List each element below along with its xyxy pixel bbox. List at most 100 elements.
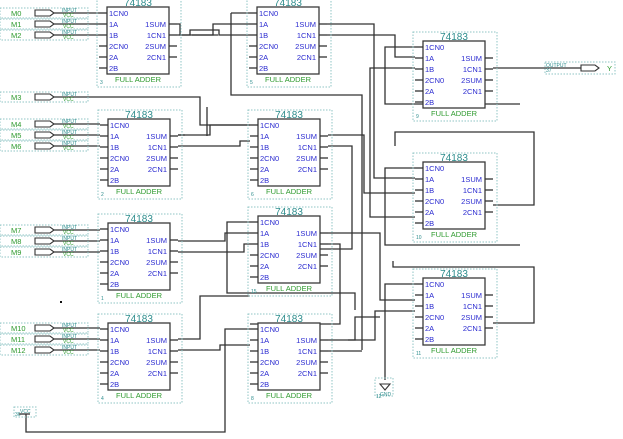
chip-part-label: 74183 <box>124 0 152 9</box>
vcc-label: VCC <box>20 409 31 415</box>
output-name: Y <box>607 64 612 73</box>
pin-label-2CN0: 2CN0 <box>110 358 129 367</box>
gnd-frame <box>374 377 394 397</box>
wire-19 <box>327 34 415 58</box>
input-symbol-icon <box>34 93 55 101</box>
pin-label-1CN1: 1CN1 <box>148 347 167 356</box>
pin-label-1A: 1A <box>260 336 269 345</box>
chip-u9[interactable]: 741831CN01A1B2CN02A2B1SUM1CN12SUM2CN1FUL… <box>412 31 498 122</box>
input-symbol-icon <box>34 31 55 39</box>
input-frame <box>0 7 89 19</box>
chip-subtitle: FULL ADDER <box>431 109 478 118</box>
wires <box>25 12 581 433</box>
chip-u4[interactable]: 741831CN01A1B2CN02A2B1SUM1CN12SUM2CN1FUL… <box>97 313 183 404</box>
pin-label-2A: 2A <box>259 53 268 62</box>
chip-frame <box>412 152 498 243</box>
pin-label-1CN0: 1CN0 <box>110 325 129 334</box>
pin-label-2CN0: 2CN0 <box>260 154 279 163</box>
wire-17 <box>230 13 363 350</box>
chip-ref: 11 <box>416 351 421 357</box>
pin-label-2SUM: 2SUM <box>296 358 317 367</box>
input-symbol-icon <box>34 346 55 354</box>
chip-u15[interactable]: 741831CN01A1B2CN02A2B1SUM1CN12SUM2CN1FUL… <box>247 206 333 297</box>
pin-label-2SUM: 2SUM <box>296 154 317 163</box>
input-default: VCC <box>63 24 74 30</box>
pin-label-2A: 2A <box>260 262 269 271</box>
input-type: INPUT <box>62 92 77 98</box>
wire-40 <box>178 344 250 351</box>
chip-u5[interactable]: 741831CN01A1B2CN02A2B1SUM1CN12SUM2CN1FUL… <box>246 0 332 88</box>
pin-label-1SUM: 1SUM <box>296 336 317 345</box>
input-frame <box>0 118 89 130</box>
junction-dot-icon <box>60 301 62 303</box>
chip-body <box>257 215 321 284</box>
chip-u10[interactable]: 741831CN01A1B2CN02A2B1SUM1CN12SUM2CN1FUL… <box>412 152 498 243</box>
pin-label-1CN1: 1CN1 <box>148 247 167 256</box>
wire-33 <box>178 243 250 253</box>
pin-label-2CN1: 2CN1 <box>148 269 167 278</box>
chip-u1[interactable]: 741831CN01A1B2CN02A2B1SUM1CN12SUM2CN1FUL… <box>97 213 183 304</box>
pin-label-1SUM: 1SUM <box>146 132 167 141</box>
chip-ref: 1 <box>101 296 104 302</box>
chip-part-label: 74183 <box>440 32 468 43</box>
chip-ref: 6 <box>251 192 254 198</box>
wire-21 <box>178 140 250 147</box>
chip-u3[interactable]: 741831CN01A1B2CN02A2B1SUM1CN12SUM2CN1FUL… <box>96 0 182 88</box>
pin-label-1B: 1B <box>260 240 269 249</box>
chip-body <box>257 118 321 187</box>
pin-label-1A: 1A <box>110 132 119 141</box>
pin-label-1CN1: 1CN1 <box>297 31 316 40</box>
chip-u8[interactable]: 741831CN01A1B2CN02A2B1SUM1CN12SUM2CN1FUL… <box>247 313 333 404</box>
wire-30 <box>384 167 520 246</box>
pin-label-2CN0: 2CN0 <box>260 251 279 260</box>
input-type: INPUT <box>62 30 77 36</box>
pin-label-2CN1: 2CN1 <box>148 369 167 378</box>
pin-label-1SUM: 1SUM <box>461 175 482 184</box>
pin-label-2B: 2B <box>260 273 269 282</box>
chip-ref: 5 <box>250 80 253 86</box>
chip-frame <box>247 206 333 297</box>
pin-label-2CN0: 2CN0 <box>425 76 444 85</box>
chip-subtitle: FULL ADDER <box>116 291 163 300</box>
chip-body <box>107 222 171 291</box>
input-name: M10 <box>11 324 26 333</box>
input-name: M4 <box>11 120 21 129</box>
input-frame <box>0 91 89 103</box>
input-frame <box>0 18 89 30</box>
pin-label-2B: 2B <box>110 176 119 185</box>
chip-u2[interactable]: 741831CN01A1B2CN02A2B1SUM1CN12SUM2CN1FUL… <box>97 109 183 200</box>
input-symbol-icon <box>34 142 55 150</box>
pin-label-2SUM: 2SUM <box>296 251 317 260</box>
chip-subtitle: FULL ADDER <box>431 346 478 355</box>
pin-label-2B: 2B <box>425 335 434 344</box>
chip-frame <box>246 0 332 88</box>
chip-u11[interactable]: 741831CN01A1B2CN02A2B1SUM1CN12SUM2CN1FUL… <box>412 268 498 359</box>
wire-14 <box>177 29 249 36</box>
pin-label-2SUM: 2SUM <box>295 42 316 51</box>
pin-label-2A: 2A <box>260 165 269 174</box>
input-name: M11 <box>11 335 25 344</box>
chip-body <box>422 277 486 346</box>
wire-34 <box>328 232 415 301</box>
chip-ref: 10 <box>416 235 422 241</box>
input-name: M5 <box>11 131 21 140</box>
ground-icon <box>378 383 392 391</box>
input-type: INPUT <box>62 8 77 14</box>
chip-u6[interactable]: 741831CN01A1B2CN02A2B1SUM1CN12SUM2CN1FUL… <box>247 109 333 200</box>
input-default: VCC <box>63 241 74 247</box>
